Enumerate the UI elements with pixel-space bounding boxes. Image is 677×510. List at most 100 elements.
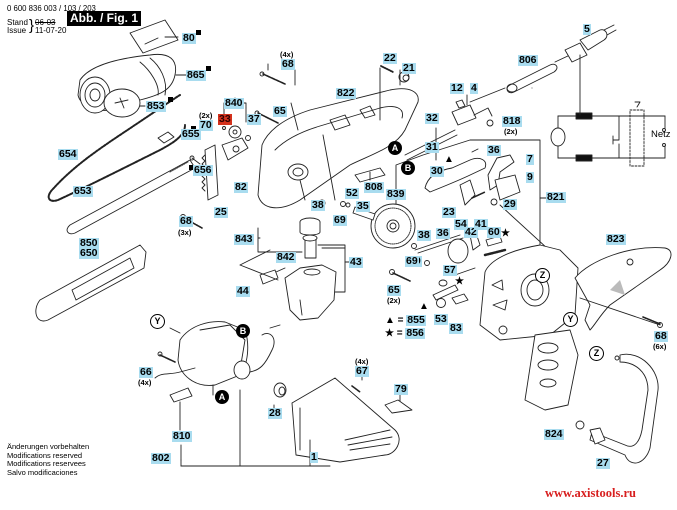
label-part-41[interactable]: 41	[474, 218, 488, 230]
label-part-80[interactable]: 80	[182, 32, 196, 44]
label-part-823[interactable]: 823	[606, 233, 626, 245]
marker-y-housing: Y	[563, 312, 578, 327]
label-part-818[interactable]: 818	[502, 115, 522, 127]
label-part-654[interactable]: 654	[58, 148, 78, 160]
label-part-802[interactable]: 802	[151, 452, 171, 464]
marker-y-motor: Y	[150, 314, 165, 329]
label-part-38-lower[interactable]: 38	[417, 229, 431, 241]
part-28-bearing	[273, 382, 287, 398]
label-part-35[interactable]: 35	[356, 200, 370, 212]
label-part-83[interactable]: 83	[449, 322, 463, 334]
part-82-tensioner-plate	[221, 137, 249, 161]
label-part-53[interactable]: 53	[434, 313, 448, 325]
part-654-saw-chain	[47, 94, 186, 202]
label-part-806[interactable]: 806	[518, 54, 538, 66]
label-part-9[interactable]: 9	[526, 171, 534, 183]
part-653-guide-bar	[66, 159, 196, 235]
label-part-65-lower[interactable]: 65	[387, 284, 401, 296]
marker-b-lower: B	[236, 324, 250, 338]
label-part-12[interactable]: 12	[450, 82, 464, 94]
label-part-37[interactable]: 37	[247, 113, 261, 125]
label-part-653[interactable]: 653	[73, 185, 93, 197]
legend-part-855[interactable]: 855	[406, 314, 426, 326]
part-79-label-plate	[384, 392, 413, 414]
triangle-marker-53: ▲	[419, 301, 429, 312]
label-part-824[interactable]: 824	[544, 428, 564, 440]
label-part-810[interactable]: 810	[172, 430, 192, 442]
square-marker	[206, 66, 211, 71]
label-part-54[interactable]: 54	[454, 218, 468, 230]
label-part-655[interactable]: 655	[181, 128, 201, 140]
part-824-handle-bracket	[524, 329, 585, 430]
label-part-42[interactable]: 42	[464, 226, 478, 238]
label-part-32[interactable]: 32	[425, 112, 439, 124]
label-part-7[interactable]: 7	[526, 153, 534, 165]
label-part-33[interactable]: 33	[218, 113, 232, 125]
label-part-43[interactable]: 43	[349, 256, 363, 268]
website-watermark[interactable]: www.axistools.ru	[545, 486, 636, 500]
label-part-28[interactable]: 28	[268, 407, 282, 419]
qty-part-65-lower: (2x)	[387, 296, 401, 305]
square-marker	[191, 126, 196, 131]
label-part-44[interactable]: 44	[236, 285, 250, 297]
label-part-656[interactable]: 656	[193, 164, 213, 176]
label-part-68-guide-bar[interactable]: 68	[179, 215, 193, 227]
label-part-23[interactable]: 23	[442, 206, 456, 218]
label-part-1[interactable]: 1	[310, 451, 318, 463]
stand-value: 06-03	[35, 18, 56, 27]
brake-parts	[414, 229, 507, 308]
label-part-853[interactable]: 853	[146, 100, 166, 112]
label-part-66[interactable]: 66	[139, 366, 153, 378]
label-part-67[interactable]: 67	[355, 365, 369, 377]
stand-label: Stand	[7, 18, 28, 27]
label-part-68-guard[interactable]: 68	[654, 330, 668, 342]
label-part-843[interactable]: 843	[234, 233, 254, 245]
legend-star: ★ = 856	[385, 328, 425, 340]
label-part-65-upper[interactable]: 65	[273, 105, 287, 117]
label-part-30[interactable]: 30	[430, 165, 444, 177]
marker-b-upper: B	[401, 161, 415, 175]
label-part-27[interactable]: 27	[596, 457, 610, 469]
label-part-57[interactable]: 57	[443, 264, 457, 276]
legend-triangle-eq: ▲ =	[385, 315, 404, 326]
label-part-38-upper[interactable]: 38	[311, 199, 325, 211]
label-part-839[interactable]: 839	[386, 188, 406, 200]
label-part-21[interactable]: 21	[402, 62, 416, 74]
qty-part-68-housing: (4x)	[280, 50, 294, 59]
label-part-31[interactable]: 31	[425, 141, 439, 153]
part-839-gear	[370, 203, 416, 249]
qty-part-67: (4x)	[355, 357, 369, 366]
modification-notes: Änderungen vorbehalten Modifications res…	[7, 442, 89, 477]
label-part-36-lower[interactable]: 36	[436, 227, 450, 239]
label-part-4[interactable]: 4	[470, 82, 478, 94]
label-part-850[interactable]: 850	[79, 237, 99, 249]
label-part-36-upper[interactable]: 36	[487, 144, 501, 156]
part-44-tank-cap	[239, 249, 286, 285]
label-part-68-housing[interactable]: 68	[281, 58, 295, 70]
label-part-52[interactable]: 52	[345, 187, 359, 199]
label-part-70[interactable]: 70	[199, 119, 213, 131]
label-part-650[interactable]: 650	[79, 247, 99, 259]
label-part-82[interactable]: 82	[234, 181, 248, 193]
label-part-79[interactable]: 79	[394, 383, 408, 395]
label-part-842[interactable]: 842	[276, 251, 296, 263]
square-marker	[168, 97, 173, 102]
label-part-822[interactable]: 822	[336, 87, 356, 99]
part-808-plate	[354, 167, 386, 183]
label-part-25[interactable]: 25	[214, 206, 228, 218]
screw-65-lower	[389, 269, 411, 282]
label-part-69-lower[interactable]: 69	[405, 255, 419, 267]
label-part-840[interactable]: 840	[224, 97, 244, 109]
legend-star-eq: ★ =	[385, 328, 403, 339]
label-part-29[interactable]: 29	[503, 198, 517, 210]
schematic-supply-label: Netz	[651, 129, 671, 140]
label-part-60[interactable]: 60	[487, 226, 501, 238]
legend-part-856[interactable]: 856	[405, 327, 425, 339]
label-part-22[interactable]: 22	[383, 52, 397, 64]
label-part-865[interactable]: 865	[186, 69, 206, 81]
label-part-69-upper[interactable]: 69	[333, 214, 347, 226]
label-part-821[interactable]: 821	[546, 191, 566, 203]
label-part-5[interactable]: 5	[583, 23, 591, 35]
label-part-808[interactable]: 808	[364, 181, 384, 193]
